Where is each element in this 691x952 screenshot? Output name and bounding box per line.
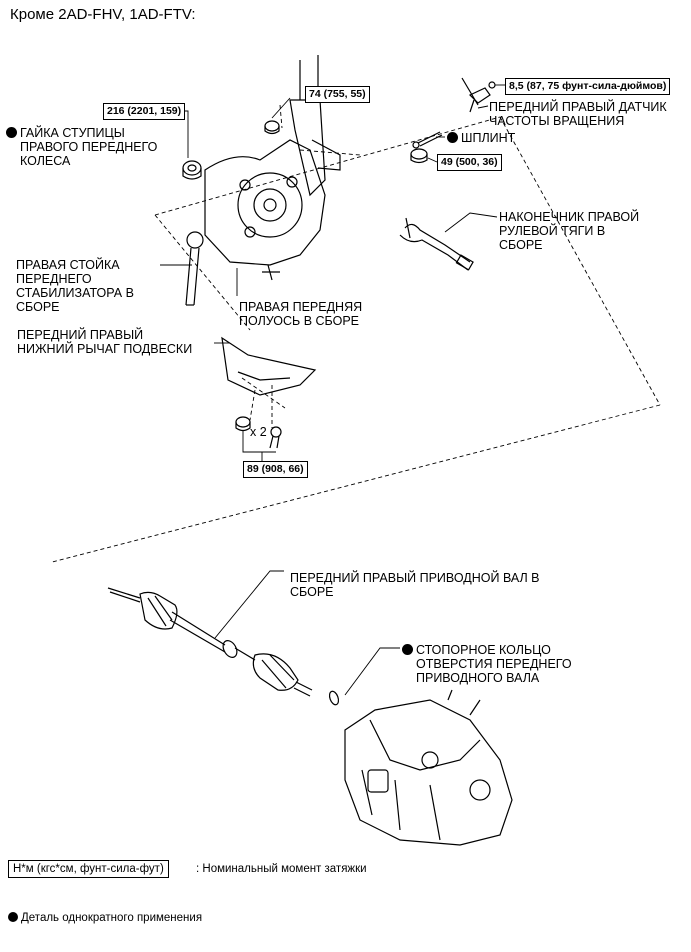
drive-shaft-label: ПЕРЕДНИЙ ПРАВЫЙ ПРИВОДНОЙ ВАЛ В СБОРЕ	[290, 571, 540, 599]
drive-shaft-part	[107, 587, 313, 697]
legend-single-use-text: Деталь однократного применения	[21, 912, 203, 924]
transaxle-housing-part	[344, 689, 513, 846]
hub-nut-part	[182, 160, 202, 180]
torque-box-strut-bolt: 74 (755, 55)	[305, 86, 370, 103]
speed-sensor-part	[461, 77, 496, 113]
arm-bolts-part	[235, 416, 282, 449]
quantity-label: x 2	[250, 425, 267, 439]
axle-assembly-label: ПРАВАЯ ПЕРЕДНЯЯ ПОЛУОСЬ В СБОРЕ	[239, 300, 363, 328]
snap-ring-part	[328, 690, 340, 706]
hub-nut-label: ГАЙКА СТУПИЦЫ ПРАВОГО ПЕРЕДНЕГО КОЛЕСА	[20, 126, 158, 168]
knuckle-hub-part	[204, 55, 341, 281]
snap-ring-label: СТОПОРНОЕ КОЛЬЦО ОТВЕРСТИЯ ПЕРЕДНЕГО ПРИ…	[416, 643, 572, 685]
stabilizer-link-part	[185, 231, 204, 306]
stabilizer-link-label: ПРАВАЯ СТОЙКА ПЕРЕДНЕГО СТАБИЛИЗАТОРА В …	[16, 258, 134, 314]
cotter-pin-label: ШПЛИНТ	[461, 131, 516, 145]
strut-bolt-nut-part	[264, 120, 280, 135]
single-use-dot-icon	[8, 912, 18, 922]
lower-arm-part	[221, 336, 317, 396]
speed-sensor-label: ПЕРЕДНИЙ ПРАВЫЙ ДАТЧИК ЧАСТОТЫ ВРАЩЕНИЯ	[489, 100, 667, 128]
single-use-dot-icon	[447, 132, 458, 143]
legend-unit-description: : Номинальный момент затяжки	[196, 863, 367, 875]
tie-rod-end-label: НАКОНЕЧНИК ПРАВОЙ РУЛЕВОЙ ТЯГИ В СБОРЕ	[499, 210, 640, 252]
torque-box-hub-nut: 216 (2201, 159)	[103, 103, 186, 120]
cotter-pin-part	[412, 131, 443, 149]
single-use-dot-icon	[6, 127, 17, 138]
single-use-dot-icon	[402, 644, 413, 655]
page-title: Кроме 2AD-FHV, 1AD-FTV:	[10, 6, 196, 23]
torque-box-speed-sensor: 8,5 (87, 75 фунт-сила-дюймов)	[505, 78, 671, 95]
castle-nut-part	[410, 148, 428, 164]
torque-box-castle-nut: 49 (500, 36)	[437, 154, 502, 171]
torque-box-lower-arm: 89 (908, 66)	[243, 461, 308, 478]
leader-lines	[153, 84, 506, 696]
lower-arm-label: ПЕРЕДНИЙ ПРАВЫЙ НИЖНИЙ РЫЧАГ ПОДВЕСКИ	[17, 328, 193, 356]
tie-rod-end-part	[399, 217, 474, 271]
legend-unit-box: Н*м (кгс*см, фунт-сила-фут)	[8, 860, 169, 878]
